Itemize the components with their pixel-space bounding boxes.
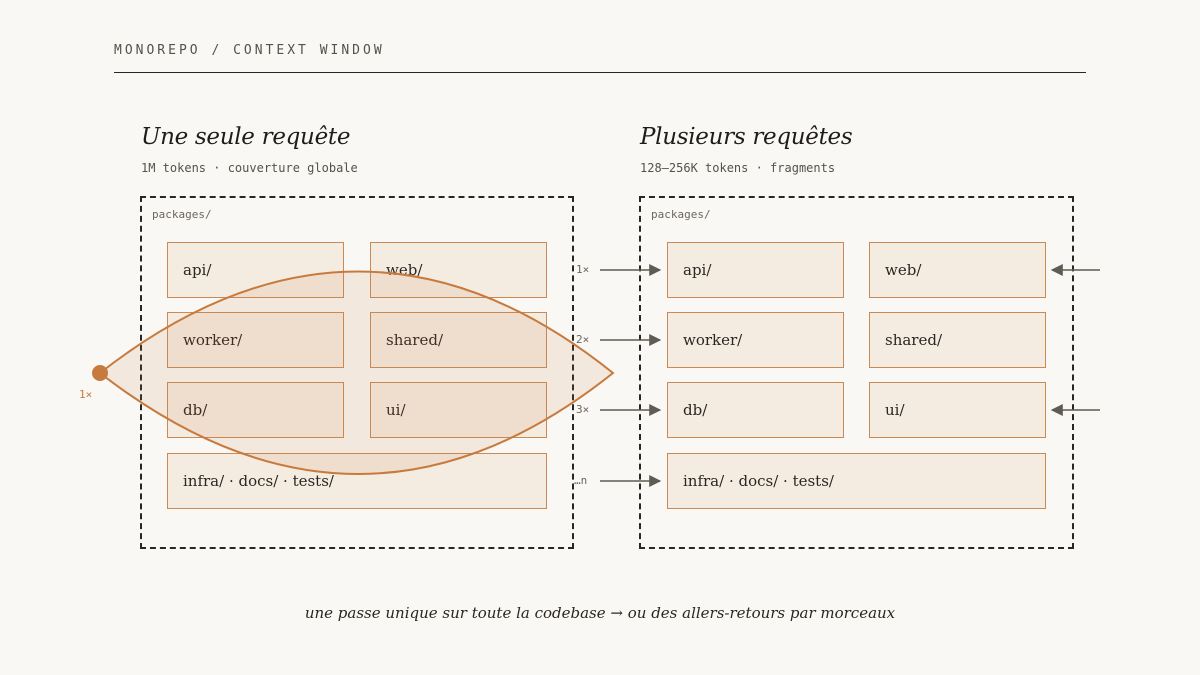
right-frame-label: packages/ [651, 208, 711, 221]
left-pkg-ui: ui/ [370, 382, 547, 438]
request-label-1: 1× [576, 263, 590, 276]
header-title: MONOREPO / CONTEXT WINDOW [114, 43, 385, 58]
header-rule [114, 72, 1086, 73]
left-frame-label: packages/ [152, 208, 212, 221]
right-panel-subtitle: 128–256K tokens · fragments [640, 161, 836, 175]
request-label-3: 3× [576, 403, 590, 416]
left-panel-subtitle: 1M tokens · couverture globale [141, 161, 358, 175]
left-pkg-worker: worker/ [167, 312, 344, 368]
left-packages-frame [140, 196, 574, 549]
single-request-count-label: 1× [79, 388, 93, 401]
request-label-n: …n [574, 474, 588, 487]
right-packages-frame [639, 196, 1074, 549]
right-panel-title: Plusieurs requêtes [640, 124, 853, 150]
left-pkg-db: db/ [167, 382, 344, 438]
left-panel-title: Une seule requête [141, 124, 351, 150]
left-pkg-api: api/ [167, 242, 344, 298]
left-pkg-infra-docs-tests: infra/ · docs/ · tests/ [167, 453, 547, 509]
single-request-lens [98, 270, 615, 475]
right-pkg-worker: worker/ [667, 312, 844, 368]
right-pkg-infra-docs-tests: infra/ · docs/ · tests/ [667, 453, 1046, 509]
request-label-2: 2× [576, 333, 590, 346]
left-pkg-shared: shared/ [370, 312, 547, 368]
left-pkg-web: web/ [370, 242, 547, 298]
diagram-caption: une passe unique sur toute la codebase →… [304, 604, 896, 622]
right-pkg-web: web/ [869, 242, 1046, 298]
right-pkg-ui: ui/ [869, 382, 1046, 438]
right-pkg-db: db/ [667, 382, 844, 438]
single-request-origin-dot [92, 365, 108, 381]
right-pkg-api: api/ [667, 242, 844, 298]
right-pkg-shared: shared/ [869, 312, 1046, 368]
